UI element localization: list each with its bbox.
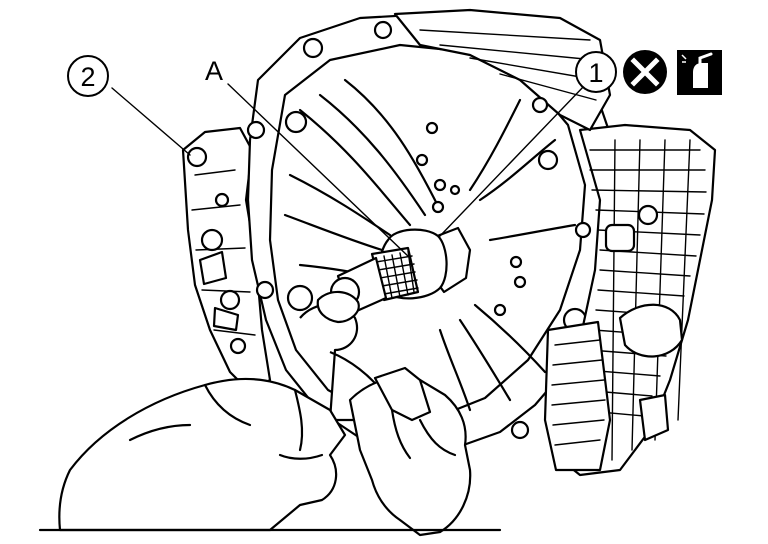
callout-tool-a-label: A bbox=[205, 56, 223, 86]
callout-tool-a: A bbox=[205, 56, 223, 86]
callout-part-1-label: 1 bbox=[588, 58, 603, 88]
apply-sealant-icon bbox=[677, 50, 722, 95]
technician-hands bbox=[38, 366, 502, 537]
oil-cooler-assembly bbox=[543, 123, 717, 477]
callout-leaders bbox=[111, 83, 586, 259]
callout-part-2-label: 2 bbox=[80, 62, 95, 92]
transaxle-housing bbox=[181, 126, 272, 394]
do-not-reuse-icon bbox=[623, 50, 667, 94]
callout-part-1: 1 bbox=[575, 51, 617, 93]
upper-casing bbox=[393, 8, 612, 132]
callout-part-2: 2 bbox=[67, 55, 109, 97]
